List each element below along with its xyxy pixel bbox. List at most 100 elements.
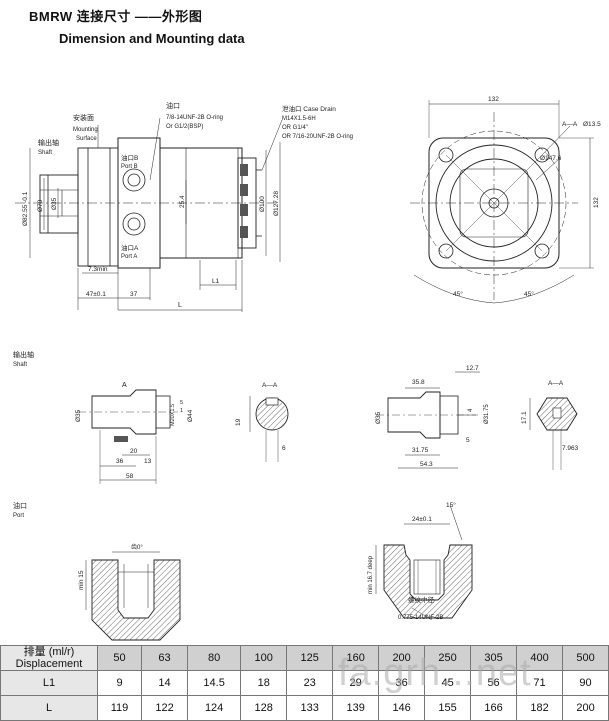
mount-surface-cn: 安装面 bbox=[73, 113, 94, 122]
table-cell: 124 bbox=[186, 695, 242, 721]
dim-flange-thk: 7.3min bbox=[88, 266, 108, 273]
key-aa: A—A bbox=[262, 382, 278, 389]
spline-12-7: 12.7 bbox=[466, 365, 479, 372]
spline-d4: 4 bbox=[468, 408, 474, 412]
hex-17-1: 17.1 bbox=[521, 411, 528, 424]
shaft-cn: 输出轴 bbox=[38, 138, 59, 147]
shaft-title-cn: 输出轴 bbox=[13, 350, 34, 359]
table-cell: 128 bbox=[240, 695, 288, 721]
dim-pcd: Ø147.6 bbox=[540, 155, 562, 162]
drain-cn: 泄油口 Case Drain bbox=[282, 104, 336, 113]
angle-45-right: 45° bbox=[524, 290, 534, 298]
dim-width-132: 132 bbox=[488, 96, 499, 103]
port-a-cn: 油口A bbox=[121, 243, 139, 252]
table-cell: 182 bbox=[516, 695, 564, 721]
table-cell: 29 bbox=[332, 670, 380, 696]
table-header-row: 排量 (ml/r) Displacement 50 63 80 100 125 … bbox=[0, 645, 609, 671]
table-cell: 125 bbox=[286, 645, 334, 671]
table-cell: 45 bbox=[424, 670, 472, 696]
port-thread-cn: 螺纹中径 bbox=[408, 595, 435, 604]
oil-port-spec1: 7/8-14UNF-2B O-ring bbox=[166, 115, 223, 121]
port-b-en: Port B bbox=[121, 164, 138, 170]
drain-spec2: OR G1/4" bbox=[282, 125, 308, 131]
table-cell: 14 bbox=[141, 670, 188, 696]
shaft-d35: Ø35 bbox=[75, 409, 82, 422]
table-cell: 71 bbox=[516, 670, 564, 696]
dim-l1: L1 bbox=[212, 278, 220, 285]
shaft-a-label: A bbox=[122, 382, 127, 389]
table-cell: 63 bbox=[141, 645, 188, 671]
shaft-d5: 5 bbox=[180, 400, 183, 406]
table-cell: 90 bbox=[562, 670, 609, 696]
drain-spec3: OR 7/16-20UNF-2B O-ring bbox=[282, 134, 353, 140]
table-cell: 250 bbox=[424, 645, 472, 671]
row-label-l1: L1 bbox=[0, 670, 98, 696]
dim-shaft-outer: Ø82.55 -0.1 bbox=[22, 191, 29, 226]
mount-surface-en1: Mounting bbox=[73, 127, 98, 133]
page-header: BMRW 连接尺寸 ——外形图 Dimension and Mounting d… bbox=[29, 6, 245, 46]
mount-surface-en2: Surface bbox=[76, 136, 97, 142]
table-cell: 139 bbox=[332, 695, 380, 721]
port-24: 24±0.1 bbox=[412, 516, 432, 523]
row-label-l: L bbox=[0, 695, 98, 721]
dim-shaft-70: Ø70 bbox=[37, 199, 44, 212]
table-cell: 50 bbox=[96, 645, 143, 671]
table-cell: 36 bbox=[378, 670, 426, 696]
table-cell: 119 bbox=[96, 695, 143, 721]
key-19: 19 bbox=[235, 418, 242, 426]
page-title-cn: BMRW 连接尺寸 ——外形图 bbox=[29, 9, 203, 24]
port-title-cn: 油口 bbox=[13, 501, 27, 510]
side-view: 安装面 Mounting Surface 输出轴 Shaft 油口 7/8-14… bbox=[15, 101, 353, 312]
dim-height-132: 132 bbox=[593, 197, 600, 208]
drain-spec1: M14X1.5-6H bbox=[282, 116, 316, 122]
hex-aa: A—A bbox=[548, 380, 564, 387]
shaft-section: 输出轴 Shaft A Ø35 Ø44 M20X1.5 5 1 20 13 36… bbox=[13, 350, 579, 484]
port-spec: 0.775-14UNF-2B bbox=[398, 615, 443, 621]
table-row-l: L 119 122 124 128 133 139 146 155 166 18… bbox=[0, 695, 609, 721]
shaft-en: Shaft bbox=[38, 150, 52, 156]
section-aa: A—A bbox=[562, 121, 578, 128]
header-label-en: Displacement bbox=[15, 658, 83, 670]
angle-45-left: 45° bbox=[453, 290, 463, 298]
table-cell: 166 bbox=[470, 695, 518, 721]
front-view: 132 132 A—A Ø13.5 Ø147.6 45° 45° bbox=[410, 96, 601, 304]
spline-d35: Ø35 bbox=[375, 411, 382, 424]
table-cell: 23 bbox=[286, 670, 334, 696]
table-cell: 9 bbox=[96, 670, 143, 696]
port-tooth: 齿0° bbox=[131, 543, 143, 551]
technical-drawing: 安装面 Mounting Surface 输出轴 Shaft 油口 7/8-14… bbox=[13, 96, 601, 641]
hex-7-963: 7.963 bbox=[562, 445, 579, 452]
table-cell: 200 bbox=[378, 645, 426, 671]
spline-54-3: 54.3 bbox=[420, 461, 433, 468]
port-deep: min 16.7 deep bbox=[368, 555, 374, 594]
table-cell: 400 bbox=[516, 645, 564, 671]
dim-shaft-35: Ø35 bbox=[51, 197, 58, 210]
table-header-label: 排量 (ml/r) Displacement bbox=[0, 645, 98, 671]
shaft-13: 13 bbox=[144, 458, 152, 465]
dim-body-100: Ø100 bbox=[259, 196, 266, 212]
oil-port-cn: 油口 bbox=[166, 101, 180, 110]
table-cell: 122 bbox=[141, 695, 188, 721]
port-15deg: 15° bbox=[446, 501, 456, 509]
port-min15: min 15 bbox=[78, 570, 85, 590]
shaft-58: 58 bbox=[126, 473, 134, 480]
watermark: fa.grh...net bbox=[338, 652, 532, 694]
table-cell: 80 bbox=[186, 645, 242, 671]
table-cell: 56 bbox=[470, 670, 518, 696]
table-cell: 200 bbox=[562, 695, 609, 721]
table-cell: 14.5 bbox=[186, 670, 242, 696]
spline-31-75: 31.75 bbox=[412, 447, 429, 454]
key-6: 6 bbox=[282, 445, 286, 452]
dim-port-spacing: 25.4 bbox=[179, 195, 186, 208]
shaft-d44: Ø44 bbox=[187, 409, 194, 422]
dimension-table: 排量 (ml/r) Displacement 50 63 80 100 125 … bbox=[0, 645, 609, 721]
spline-35-8: 35.8 bbox=[412, 379, 425, 386]
table-cell: 133 bbox=[286, 695, 334, 721]
dim-hole: Ø13.5 bbox=[583, 121, 601, 128]
port-title-en: Port bbox=[13, 513, 24, 519]
shaft-d1: 1 bbox=[180, 408, 183, 414]
shaft-36: 36 bbox=[116, 458, 124, 465]
table-cell: 18 bbox=[240, 670, 288, 696]
table-cell: 500 bbox=[562, 645, 609, 671]
table-cell: 100 bbox=[240, 645, 288, 671]
